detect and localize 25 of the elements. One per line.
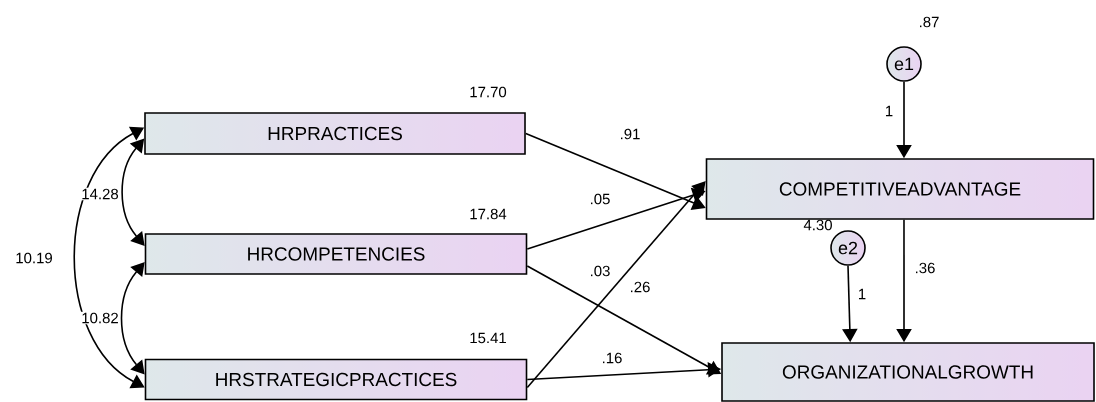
value-label: 17.84 — [470, 208, 507, 220]
variable-box: ORGANIZATIONALGROWTH — [721, 342, 1095, 402]
arrow — [121, 138, 145, 246]
value-label: 17.70 — [470, 86, 507, 98]
variable-box: HRCOMPETENCIES — [144, 233, 528, 275]
value-label: 15.41 — [470, 332, 506, 344]
edge-label: .16 — [600, 351, 624, 365]
edge-label: .36 — [913, 261, 937, 275]
arrow — [526, 181, 706, 389]
variable-box: HRPRACTICES — [144, 112, 526, 155]
edge-label: .26 — [628, 280, 652, 294]
edge-label: .05 — [588, 192, 612, 206]
edge-label: .03 — [588, 264, 612, 278]
value-label: 4.30 — [803, 219, 832, 231]
edge-label: 1 — [883, 104, 895, 118]
value-label: .87 — [920, 16, 939, 28]
edge-label: 1 — [856, 287, 868, 301]
edge-label: 10.19 — [14, 251, 54, 265]
arrow — [73, 126, 145, 389]
edge-label: 10.82 — [80, 311, 120, 325]
variable-box: HRSTRATEGICPRACTICES — [144, 358, 528, 401]
arrow — [120, 262, 145, 375]
edge-label: 14.28 — [80, 187, 120, 201]
edge-label: .91 — [618, 127, 642, 141]
variable-box: COMPETITIVEADVANTAGE — [705, 158, 1095, 220]
